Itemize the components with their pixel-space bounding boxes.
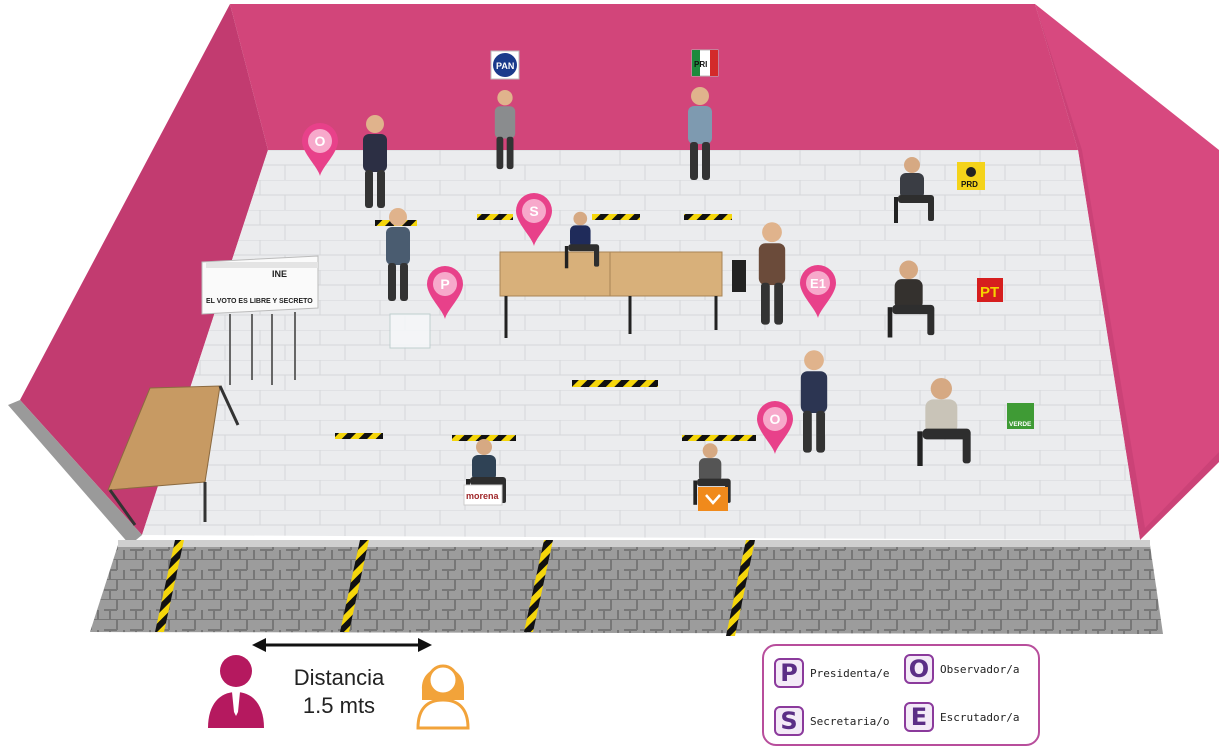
legend-letter-s: S: [774, 706, 804, 736]
distance-label: Distancia 1.5 mts: [280, 664, 398, 720]
svg-text:VERDE: VERDE: [1009, 421, 1032, 428]
legend-letter-e: E: [904, 702, 934, 732]
legend-label-observer: Observador/a: [940, 663, 1019, 676]
legend-label-president: Presidenta/e: [810, 667, 889, 680]
distance-title: Distancia: [280, 664, 398, 692]
svg-text:morena: morena: [466, 491, 500, 501]
svg-text:P: P: [440, 276, 449, 292]
legend-item-president: P Presidenta/e: [774, 658, 889, 688]
sidewalk: [90, 545, 1163, 634]
svg-text:O: O: [770, 411, 781, 427]
movimiento-ciudadano-logo: [698, 487, 728, 511]
legend-item-observer: O Observador/a: [904, 654, 1019, 684]
svg-text:PRD: PRD: [961, 180, 978, 189]
booth-logo: INE: [272, 269, 287, 279]
verde-logo: VERDE: [1007, 403, 1034, 429]
legend-letter-p: P: [774, 658, 804, 688]
svg-text:PRI: PRI: [694, 60, 707, 69]
woman-icon: [418, 666, 468, 728]
svg-text:O: O: [315, 133, 326, 149]
svg-text:PAN: PAN: [496, 61, 514, 71]
ballot-box: [390, 314, 430, 348]
back-wall: [230, 4, 1078, 150]
man-icon: [208, 655, 264, 728]
svg-text:S: S: [529, 203, 538, 219]
svg-text:E1: E1: [810, 276, 826, 291]
pri-logo: PRI: [692, 50, 718, 76]
prd-logo: PRD: [957, 162, 985, 190]
booth-text: EL VOTO ES LIBRE Y SECRETO: [206, 298, 313, 305]
distance-value: 1.5 mts: [280, 692, 398, 720]
svg-text:PT: PT: [980, 284, 999, 301]
pt-logo: PT: [977, 278, 1003, 302]
role-legend: P Presidenta/e O Observador/a S Secretar…: [762, 644, 1040, 746]
legend-label-secretary: Secretaria/o: [810, 715, 889, 728]
legend-letter-o: O: [904, 654, 934, 684]
legend-item-secretary: S Secretaria/o: [774, 706, 889, 736]
morena-logo: morena: [464, 485, 502, 505]
legend-item-teller: E Escrutador/a: [904, 702, 1019, 732]
legend-label-teller: Escrutador/a: [940, 711, 1019, 724]
pan-logo: PAN: [491, 51, 519, 79]
distance-arrow: [252, 638, 432, 652]
floor: [142, 150, 1140, 540]
